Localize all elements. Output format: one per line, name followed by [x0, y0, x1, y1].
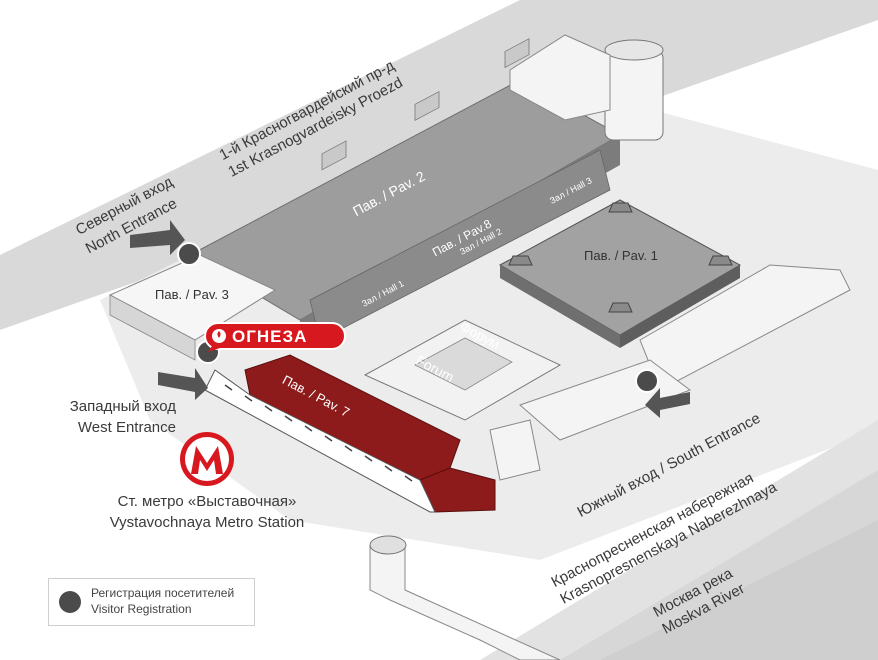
forum-pyramid [414, 337, 513, 391]
west-entrance-arrow [158, 368, 208, 400]
legend-ru: Регистрация посетителей [91, 586, 235, 600]
west-entrance-label: Западный вход West Entrance [60, 396, 176, 438]
tower [604, 49, 664, 141]
pav3-label: Пав. / Pav. 3 [155, 287, 229, 302]
pav1-edge2 [620, 265, 740, 348]
metro-station-label: Ст. метро «Выставочная» Vystavochnaya Me… [98, 491, 316, 533]
metro-tube-top [369, 535, 407, 555]
west-entrance-en: West Entrance [77, 419, 176, 436]
river [600, 520, 878, 660]
tower-top [604, 39, 664, 61]
logo-text: ОГНЕЗА [232, 327, 308, 346]
embankment-strip [480, 420, 878, 660]
registration-dot-icon [59, 591, 81, 613]
pav1-label: Пав. / Pav. 1 [584, 248, 658, 263]
pav3-side [109, 294, 196, 361]
legend-en: Visitor Registration [91, 602, 192, 616]
west-entrance-ru: Западный вход [69, 398, 176, 415]
north-entrance-arrow [130, 220, 185, 255]
registration-point-north [177, 242, 201, 266]
south-entrance-arrow [645, 388, 690, 418]
metro-station-ru: Ст. метро «Выставочная» [117, 493, 297, 510]
registration-point-south [635, 369, 659, 393]
pav1-edge [500, 265, 620, 348]
small-building [489, 419, 541, 481]
site-ground [100, 80, 878, 560]
metro-station-en: Vystavochnaya Metro Station [109, 514, 305, 531]
legend-text: Регистрация посетителей Visitor Registra… [91, 585, 234, 617]
ogneza-logo [204, 322, 346, 352]
tower-annex [509, 34, 611, 121]
legend: Регистрация посетителей Visitor Registra… [48, 578, 255, 626]
metro-tube [369, 544, 561, 660]
